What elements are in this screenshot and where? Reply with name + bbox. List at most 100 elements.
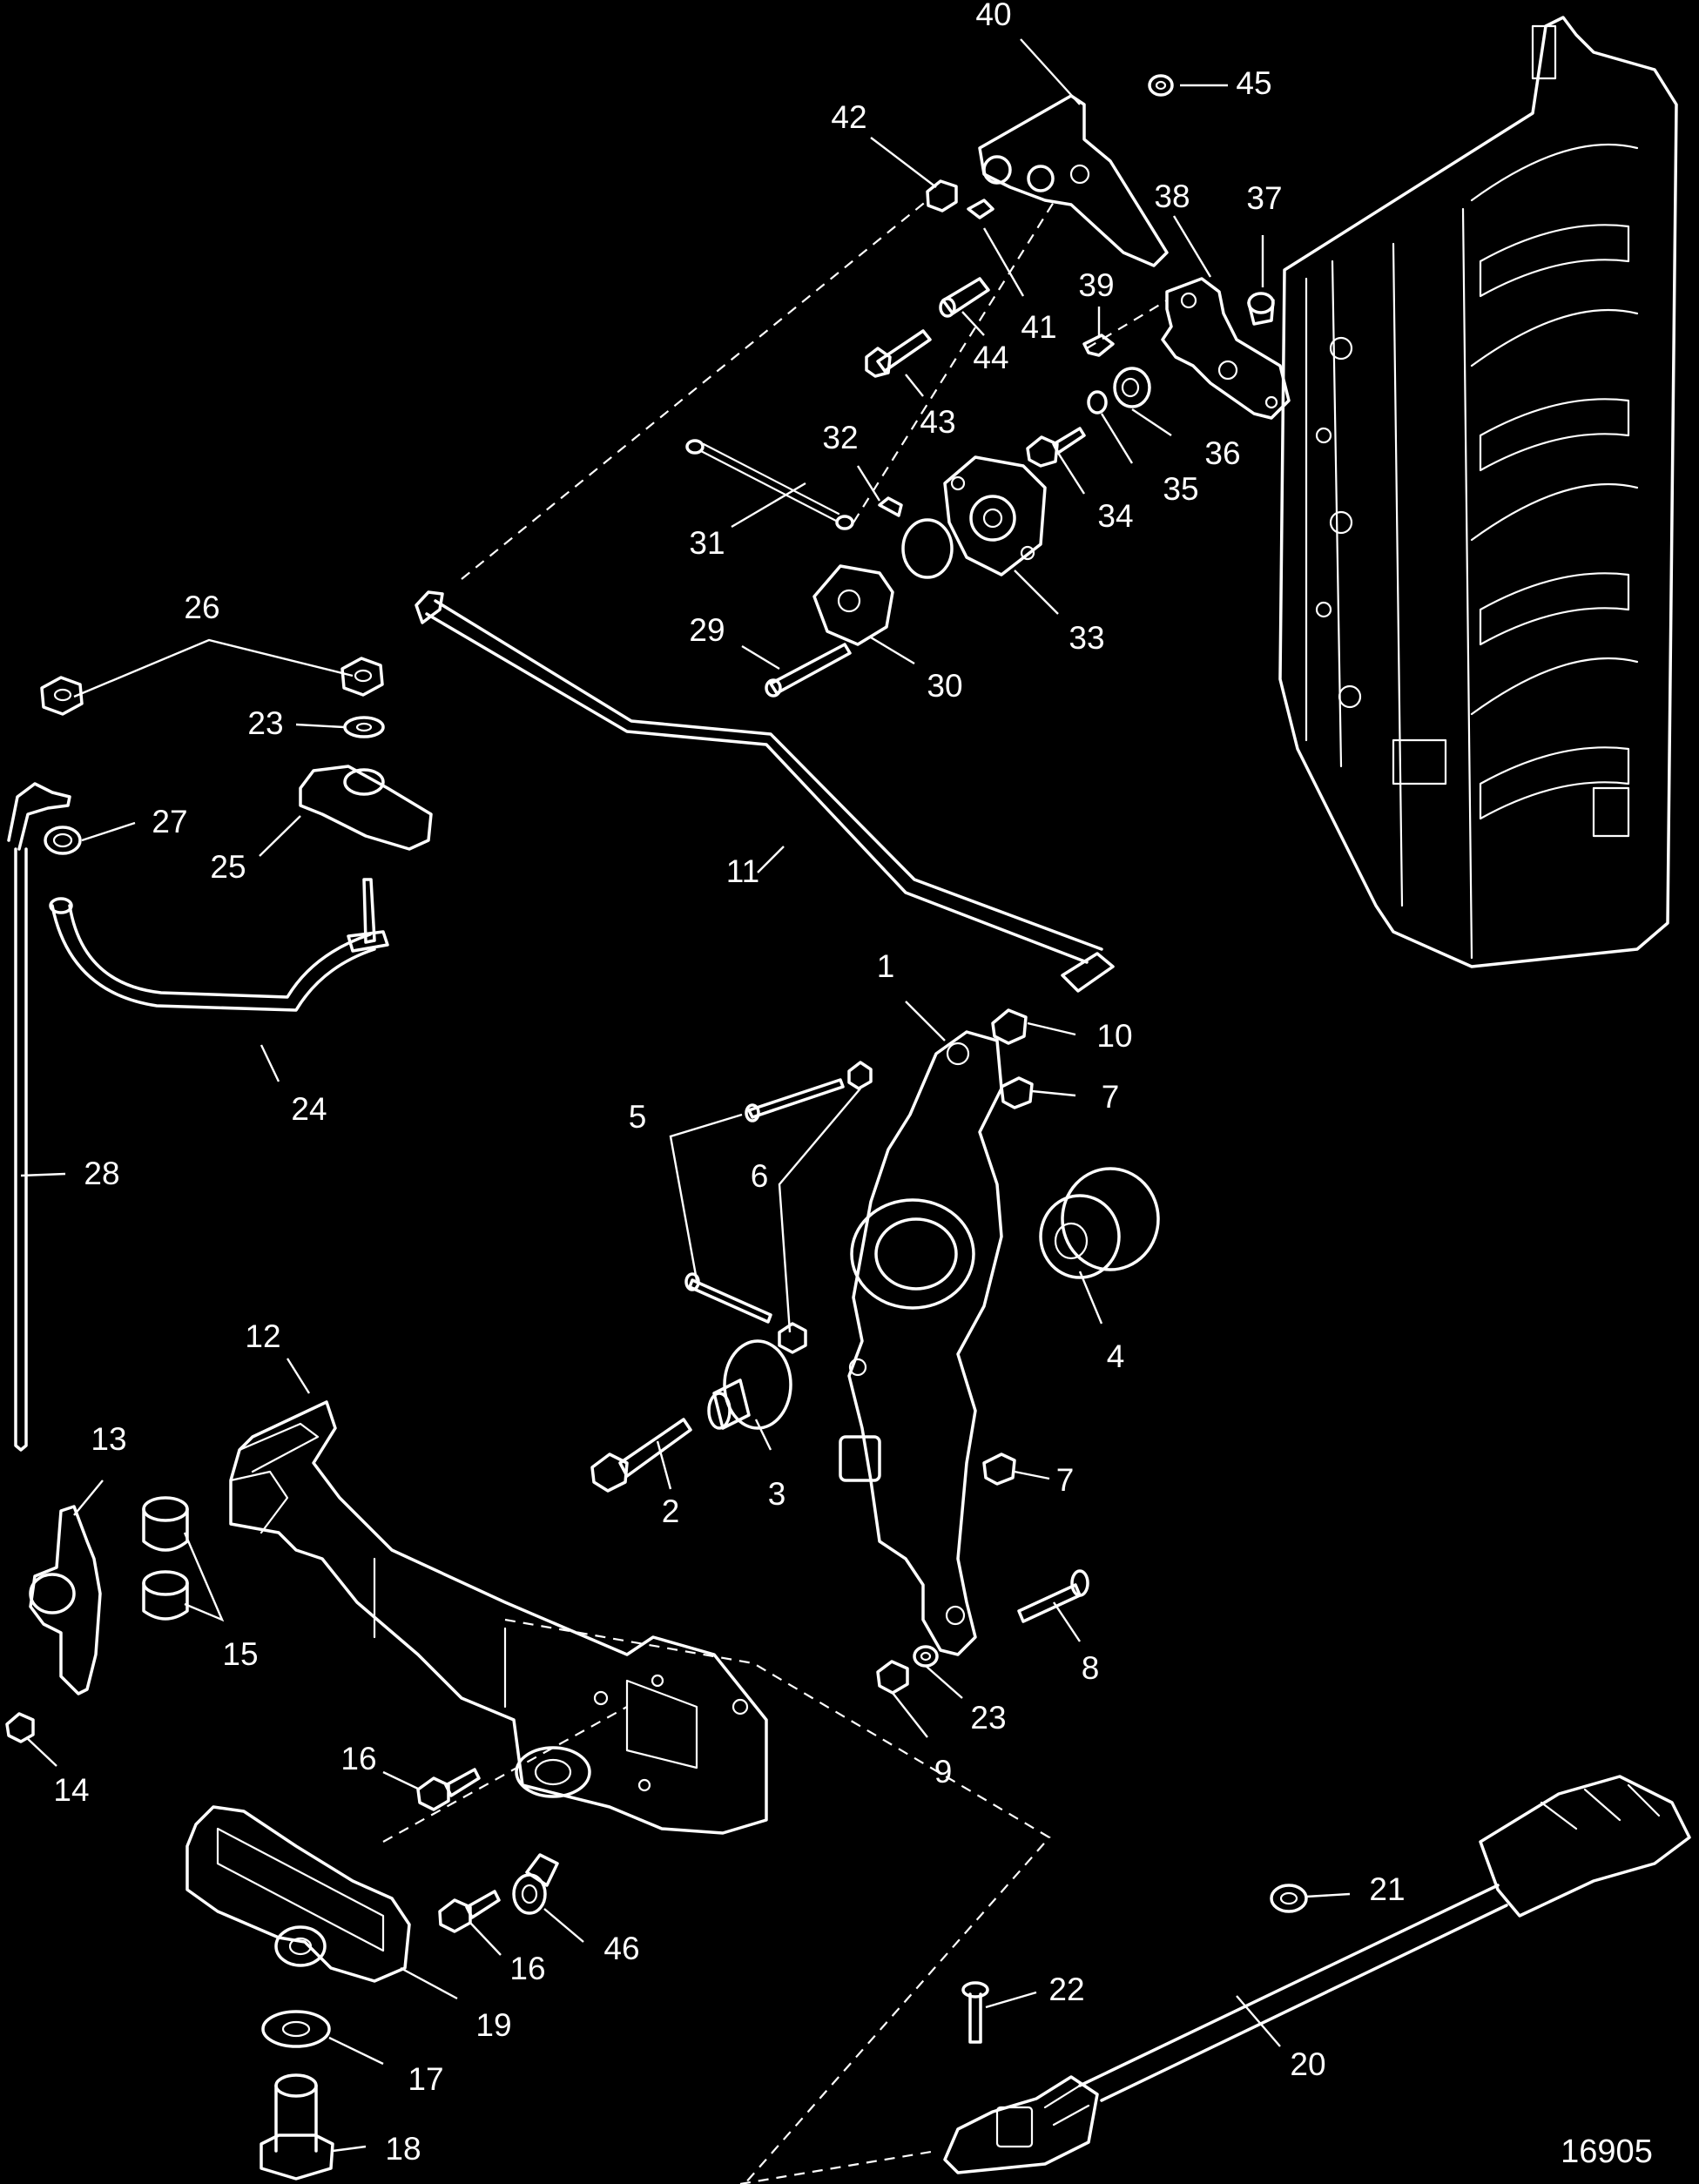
screw-34-part (1026, 427, 1086, 468)
callout-10: 10 (1096, 1018, 1132, 1054)
callout-24: 24 (291, 1091, 327, 1127)
callout-4: 4 (1107, 1338, 1125, 1374)
clip-39-part (1082, 334, 1115, 357)
oring-32-part (878, 496, 954, 579)
callout-13: 13 (91, 1421, 126, 1457)
callout-20: 20 (1290, 2046, 1325, 2082)
stud-10-part (991, 1008, 1028, 1045)
callout-22: 22 (1048, 1972, 1084, 2007)
engine-block-part (1278, 16, 1678, 968)
callout-14: 14 (53, 1772, 89, 1808)
sensor-13-part (29, 1505, 102, 1695)
callout-8: 8 (1082, 1650, 1100, 1686)
callout-12: 12 (245, 1318, 280, 1354)
callout-46: 46 (603, 1931, 639, 1966)
callout-3: 3 (768, 1476, 786, 1512)
nut-9-part (876, 1660, 909, 1695)
callout-30: 30 (927, 668, 962, 704)
screw-16-bottom-part (438, 1890, 501, 1933)
stud-41-part (967, 199, 994, 219)
nut-6-top-part (847, 1061, 873, 1090)
callout-26: 26 (184, 590, 219, 625)
callout-15: 15 (222, 1636, 258, 1672)
throttle-arm-1-part (839, 1030, 1003, 1656)
bushing-15-lower-part (142, 1570, 189, 1621)
callout-41: 41 (1021, 309, 1056, 345)
screw-29-part (765, 643, 852, 698)
callout-31: 31 (689, 525, 725, 561)
washer-23-bottom-part (913, 1645, 939, 1668)
callout-34: 34 (1097, 498, 1133, 534)
washer-17-part (261, 2010, 331, 2048)
callout-37: 37 (1246, 180, 1282, 216)
callout-7-bottom: 7 (1056, 1462, 1075, 1498)
callout-21: 21 (1369, 1871, 1405, 1907)
spacer-7-bottom-part (982, 1453, 1016, 1486)
adapter-30-part (812, 564, 894, 646)
nut-6-bottom-part (778, 1322, 807, 1354)
callout-labels: 1 2 3 4 5 6 7 7 8 9 10 11 12 13 14 15 16… (53, 0, 1405, 2167)
callout-11: 11 (726, 853, 759, 889)
bracket-40-part (978, 94, 1169, 267)
callout-40: 40 (975, 0, 1011, 32)
screw-14-part (5, 1712, 35, 1743)
callout-18: 18 (385, 2131, 421, 2167)
callout-27: 27 (152, 804, 187, 839)
throttle-rod-11-part (415, 590, 1115, 993)
screw-5-top-part (745, 1078, 845, 1122)
bracket-12-part (229, 1400, 768, 1835)
callout-39: 39 (1078, 267, 1114, 303)
callout-5: 5 (629, 1099, 647, 1135)
callout-1: 1 (877, 948, 895, 984)
washer-45-part (1148, 74, 1174, 97)
pin-44-part (939, 277, 990, 318)
callout-38: 38 (1154, 179, 1190, 214)
callout-17: 17 (408, 2061, 443, 2097)
cable-28-part (7, 782, 71, 1452)
callout-29: 29 (689, 612, 725, 648)
seal-36-part (1113, 367, 1151, 408)
callout-9: 9 (934, 1754, 953, 1790)
nut-42-part (926, 179, 958, 212)
callout-42: 42 (831, 99, 866, 135)
stud-8-part (1017, 1569, 1089, 1623)
washer-23-top-part (343, 716, 385, 738)
callout-33: 33 (1069, 620, 1104, 656)
callout-16-top: 16 (340, 1741, 376, 1776)
callout-6: 6 (751, 1158, 769, 1194)
screw-2-part (590, 1418, 692, 1493)
connection-lines (382, 199, 1168, 2184)
housing-19-part (185, 1805, 411, 1983)
bolt-37-part (1247, 292, 1275, 326)
harness-20-part (943, 1775, 1691, 2174)
nut-26-right-part (340, 657, 384, 697)
callout-19: 19 (475, 2007, 511, 2043)
clip-21-part (1270, 1884, 1308, 1913)
callout-44: 44 (973, 340, 1008, 375)
screw-43-part (865, 329, 932, 378)
washer-35-part (1087, 390, 1108, 415)
callout-2: 2 (662, 1493, 680, 1529)
link-rod-31-part (685, 439, 854, 530)
spacer-7-top-part (1000, 1076, 1034, 1109)
screw-22-part (961, 1981, 989, 2044)
callout-23-bottom: 23 (970, 1700, 1006, 1736)
callout-25: 25 (210, 849, 246, 885)
callout-16-bottom: 16 (509, 1951, 545, 1986)
screw-16-top-part (416, 1768, 481, 1811)
callout-43: 43 (920, 404, 955, 440)
figure-number: 16905 (1561, 2133, 1653, 2170)
bushing-15-upper-part (142, 1496, 189, 1552)
callout-45: 45 (1236, 65, 1271, 101)
clamp-46-part (512, 1853, 559, 1915)
mount-25-part (299, 765, 433, 851)
bolt-18-part (260, 2073, 334, 2181)
callout-7-top: 7 (1102, 1079, 1120, 1115)
callout-23-top: 23 (247, 705, 283, 741)
pivot-3-part (707, 1339, 792, 1430)
callout-32: 32 (822, 420, 858, 455)
callout-35: 35 (1163, 471, 1198, 507)
bushing-27-part (44, 826, 82, 855)
bracket-38-part (1161, 277, 1291, 420)
